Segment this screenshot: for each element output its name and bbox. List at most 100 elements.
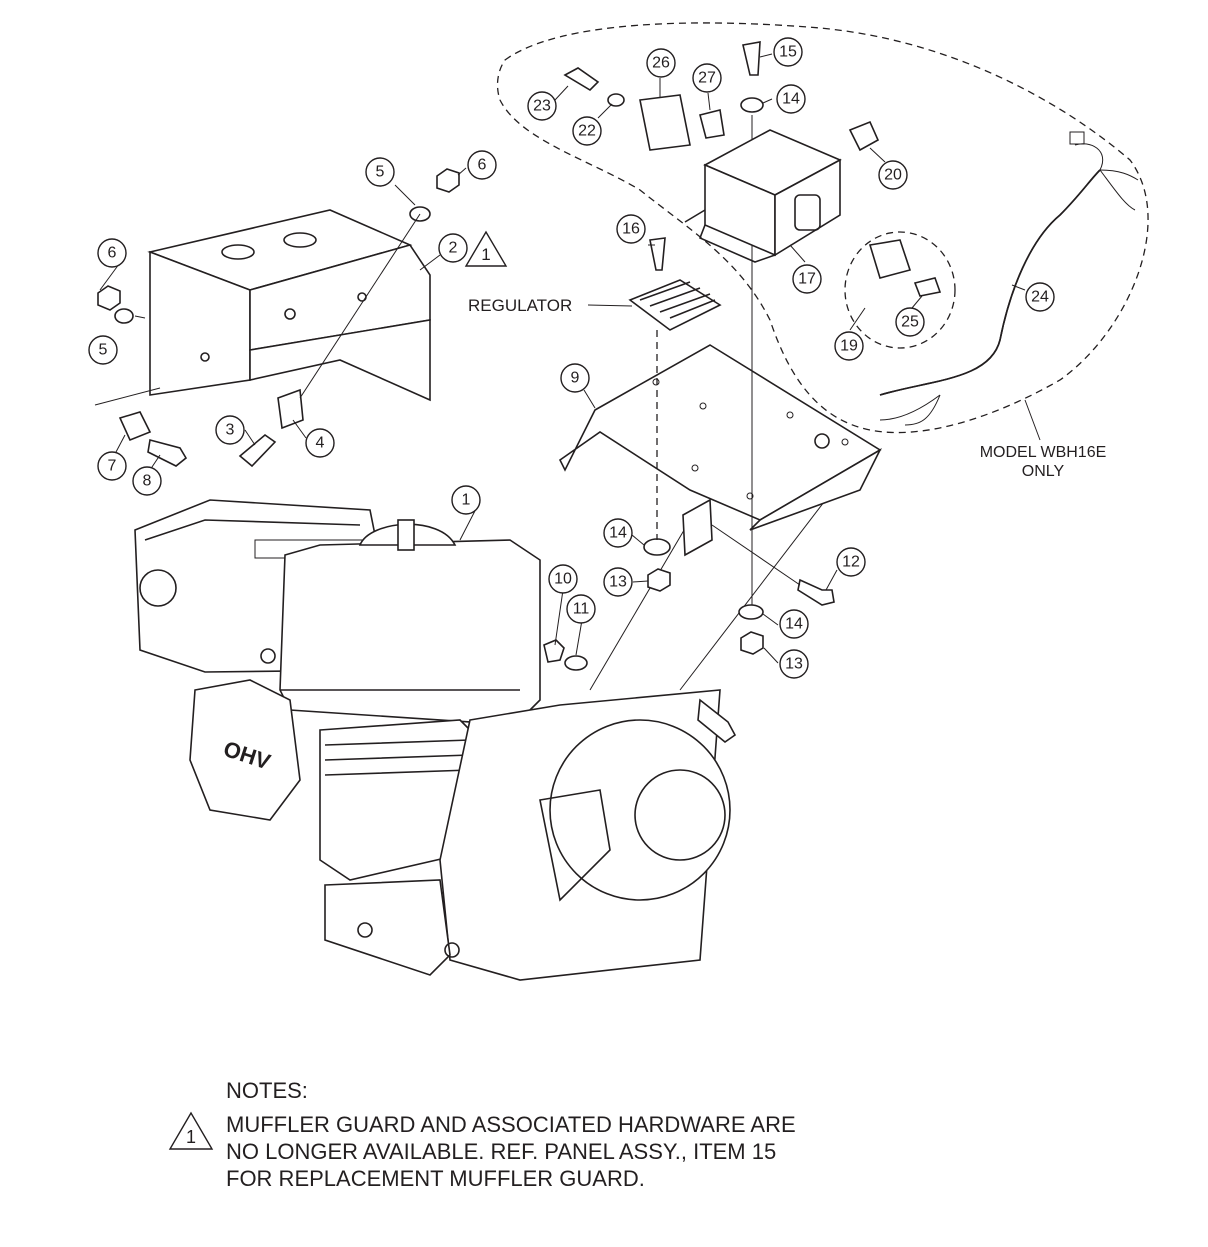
spacer-7	[118, 411, 152, 442]
callout-4: 4	[305, 428, 335, 458]
callout-27: 27	[692, 63, 722, 93]
callout-16: 16	[616, 214, 646, 244]
washer-5-left	[114, 308, 134, 324]
callout-24: 24	[1025, 282, 1055, 312]
svg-text:10: 10	[554, 571, 572, 588]
svg-text:5: 5	[99, 342, 108, 359]
exploded-parts-diagram: OHV	[88, 22, 1149, 981]
notes-section: NOTES: 1 MUFFLER GUARD AND ASSOCIATED HA…	[168, 1077, 796, 1192]
callout-15: 15	[773, 37, 803, 67]
svg-text:16: 16	[622, 221, 640, 238]
svg-text:3: 3	[226, 422, 235, 439]
warning-symbol: 1	[464, 230, 508, 267]
callout-5-top: 5	[365, 157, 395, 187]
svg-text:24: 24	[1031, 289, 1049, 306]
callout-9: 9	[560, 363, 590, 393]
bolt-3	[238, 433, 277, 468]
callout-6-top: 6	[467, 150, 497, 180]
callout-2: 2	[438, 233, 468, 263]
nut-13-right	[740, 631, 764, 655]
fuse-holder-27	[699, 109, 725, 139]
engine-hardware	[543, 454, 861, 744]
bolt-12	[797, 578, 835, 606]
callout-23: 23	[527, 91, 557, 121]
key-25	[913, 277, 942, 297]
svg-text:2: 2	[449, 240, 458, 257]
electric-start-boundary	[496, 22, 1149, 434]
leader-lines	[99, 53, 1041, 664]
electric-box	[563, 41, 942, 297]
callout-20: 20	[878, 160, 908, 190]
grommet-20	[848, 120, 880, 152]
svg-text:14: 14	[782, 91, 800, 108]
callout-6-left: 6	[97, 238, 127, 268]
svg-text:27: 27	[698, 70, 716, 87]
svg-text:1: 1	[481, 245, 490, 264]
callout-11: 11	[566, 594, 596, 624]
svg-text:8: 8	[143, 473, 152, 490]
svg-text:6: 6	[108, 245, 117, 262]
key-switch-19	[868, 239, 912, 279]
svg-text:19: 19	[840, 338, 858, 355]
callout-13-right: 13	[779, 649, 809, 679]
callout-12: 12	[836, 547, 866, 577]
callout-8: 8	[132, 466, 162, 496]
hardware	[94, 168, 460, 468]
callout-26: 26	[646, 48, 676, 78]
relay-26	[639, 94, 691, 151]
bolt-16	[649, 237, 666, 271]
spacer-4	[277, 388, 304, 430]
callout-13-lower: 13	[603, 567, 633, 597]
regulator	[628, 237, 722, 331]
key-switch-boundary	[844, 231, 956, 349]
callout-22: 22	[572, 116, 602, 146]
nut-6-left	[97, 285, 121, 311]
svg-text:5: 5	[376, 164, 385, 181]
svg-text:4: 4	[316, 435, 325, 452]
callout-1: 1	[451, 485, 481, 515]
wire-harness	[879, 131, 1139, 426]
nut-6-top	[436, 168, 460, 193]
muffler-guard	[147, 209, 431, 402]
washer-14-lower	[643, 538, 671, 556]
callout-14-lower: 14	[603, 518, 633, 548]
callout-3: 3	[215, 415, 245, 445]
washer-14-right	[738, 604, 764, 620]
svg-text:11: 11	[573, 601, 590, 618]
svg-text:6: 6	[478, 157, 487, 174]
engine: OHV	[134, 499, 731, 981]
svg-text:15: 15	[779, 44, 797, 61]
callout-7: 7	[97, 451, 127, 481]
svg-text:1: 1	[186, 1127, 196, 1147]
callout-14-right: 14	[779, 609, 809, 639]
svg-text:13: 13	[609, 574, 627, 591]
svg-text:14: 14	[609, 525, 627, 542]
svg-text:23: 23	[533, 98, 551, 115]
svg-text:12: 12	[842, 554, 860, 571]
callout-14-top: 14	[776, 84, 806, 114]
bolt-23	[563, 67, 600, 92]
callout-19: 19	[834, 331, 864, 361]
svg-text:25: 25	[901, 314, 919, 331]
note-item: 1 MUFFLER GUARD AND ASSOCIATED HARDWARE …	[168, 1111, 796, 1192]
svg-text:1: 1	[462, 492, 471, 509]
warning-triangle-icon: 1	[168, 1111, 214, 1150]
callout-25: 25	[895, 307, 925, 337]
model-label-line2: ONLY	[1022, 463, 1065, 480]
callout-10: 10	[548, 564, 578, 594]
washer-14-top	[740, 97, 764, 113]
note-line-3: FOR REPLACEMENT MUFFLER GUARD.	[226, 1166, 645, 1191]
regulator-label: REGULATOR	[468, 296, 572, 315]
bolt-8	[147, 439, 188, 467]
svg-text:9: 9	[571, 370, 580, 387]
svg-text:14: 14	[785, 616, 803, 633]
svg-text:17: 17	[798, 271, 816, 288]
svg-text:22: 22	[578, 123, 596, 140]
washer-22	[607, 93, 625, 107]
bolt-15	[742, 41, 761, 76]
note-line-2: NO LONGER AVAILABLE. REF. PANEL ASSY., I…	[226, 1139, 777, 1164]
svg-text:7: 7	[108, 458, 117, 475]
model-label-line1: MODEL WBH16E	[980, 444, 1107, 461]
callout-5-left: 5	[88, 335, 118, 365]
svg-text:20: 20	[884, 167, 902, 184]
